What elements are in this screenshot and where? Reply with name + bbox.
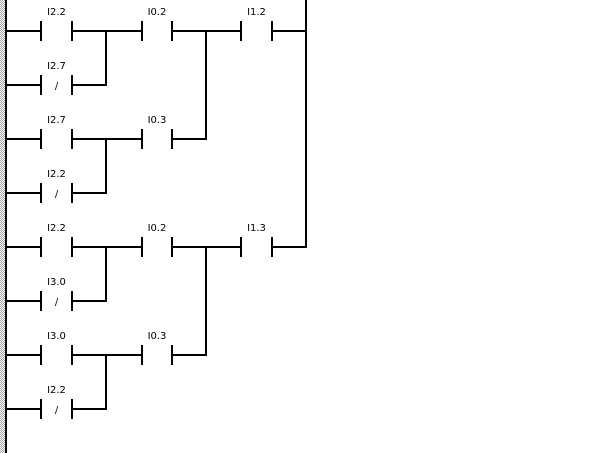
normally-closed-contact[interactable]: I3.0 /: [40, 277, 73, 311]
contact-right-plate: [71, 237, 73, 257]
rung-wire: [72, 408, 106, 410]
rung-wire: [7, 246, 41, 248]
normally-open-contact[interactable]: I2.2: [40, 7, 73, 41]
contact-left-plate: [40, 129, 42, 149]
normally-closed-contact[interactable]: I2.2 /: [40, 385, 73, 419]
normally-open-contact[interactable]: I3.0: [40, 331, 73, 365]
negation-slash: /: [55, 297, 59, 308]
normally-open-contact[interactable]: I1.2: [240, 7, 273, 41]
rung-wire: [72, 300, 106, 302]
contact-left-plate: [40, 399, 42, 419]
contact-address-label: I3.0: [47, 277, 66, 288]
branch-wire: [105, 139, 107, 194]
rung-wire: [7, 408, 41, 410]
contact-right-plate: [171, 345, 173, 365]
right-rail: [305, 0, 307, 248]
rung-wire: [7, 192, 41, 194]
rung-wire: [72, 84, 106, 86]
normally-closed-contact[interactable]: I2.7 /: [40, 61, 73, 95]
normally-open-contact[interactable]: I1.3: [240, 223, 273, 257]
contact-left-plate: [40, 237, 42, 257]
rung-wire: [7, 138, 41, 140]
contact-right-plate: [71, 129, 73, 149]
negation-slash: /: [55, 81, 59, 92]
contact-right-plate: [171, 237, 173, 257]
contact-address-label: I2.7: [47, 61, 66, 72]
contact-address-label: I1.2: [247, 7, 266, 18]
rung-wire: [272, 30, 306, 32]
contact-left-plate: [141, 21, 143, 41]
left-power-rail: [5, 0, 7, 453]
negation-slash: /: [55, 405, 59, 416]
contact-left-plate: [40, 291, 42, 311]
normally-open-contact[interactable]: I0.2: [141, 223, 173, 257]
normally-closed-contact[interactable]: I2.2 /: [40, 169, 73, 203]
wires: [7, 30, 306, 410]
branch-wire: [205, 31, 207, 140]
contact-address-label: I2.7: [47, 115, 66, 126]
contact-right-plate: [171, 21, 173, 41]
contact-left-plate: [40, 21, 42, 41]
contact-address-label: I0.3: [148, 115, 167, 126]
branch-wire: [105, 247, 107, 302]
contact-right-plate: [71, 291, 73, 311]
contact-left-plate: [141, 237, 143, 257]
contact-right-plate: [71, 183, 73, 203]
rung-wire: [7, 300, 41, 302]
contact-address-label: I2.2: [47, 385, 66, 396]
contact-left-plate: [40, 183, 42, 203]
normally-open-contact[interactable]: I2.7: [40, 115, 73, 149]
normally-open-contact[interactable]: I0.3: [141, 115, 173, 149]
normally-open-contact[interactable]: I2.2: [40, 223, 73, 257]
left-margin: [0, 0, 5, 453]
contact-right-plate: [271, 21, 273, 41]
contact-address-label: I2.2: [47, 169, 66, 180]
contact-left-plate: [141, 129, 143, 149]
contact-right-plate: [71, 345, 73, 365]
rung-wire: [72, 192, 106, 194]
contact-address-label: I3.0: [47, 331, 66, 342]
normally-open-contact[interactable]: I0.2: [141, 7, 173, 41]
rung-wire: [7, 354, 41, 356]
branch-wire: [205, 247, 207, 356]
normally-open-contact[interactable]: I0.3: [141, 331, 173, 365]
rung-wire: [172, 354, 206, 356]
contact-right-plate: [271, 237, 273, 257]
contact-left-plate: [40, 75, 42, 95]
contact-address-label: I0.2: [148, 223, 167, 234]
contact-right-plate: [171, 129, 173, 149]
branch-wire: [105, 355, 107, 410]
contact-address-label: I1.3: [247, 223, 266, 234]
rung-wire: [172, 138, 206, 140]
contact-right-plate: [71, 21, 73, 41]
contact-right-plate: [71, 75, 73, 95]
contact-address-label: I2.2: [47, 223, 66, 234]
contact-address-label: I2.2: [47, 7, 66, 18]
negation-slash: /: [55, 189, 59, 200]
rung-wire: [272, 246, 306, 248]
rung-wire: [7, 30, 41, 32]
contact-left-plate: [240, 21, 242, 41]
contact-address-label: I0.2: [148, 7, 167, 18]
branch-wire: [105, 31, 107, 86]
rung-wire: [7, 84, 41, 86]
contact-address-label: I0.3: [148, 331, 167, 342]
contact-left-plate: [40, 345, 42, 365]
contact-left-plate: [141, 345, 143, 365]
contact-left-plate: [240, 237, 242, 257]
contact-right-plate: [71, 399, 73, 419]
